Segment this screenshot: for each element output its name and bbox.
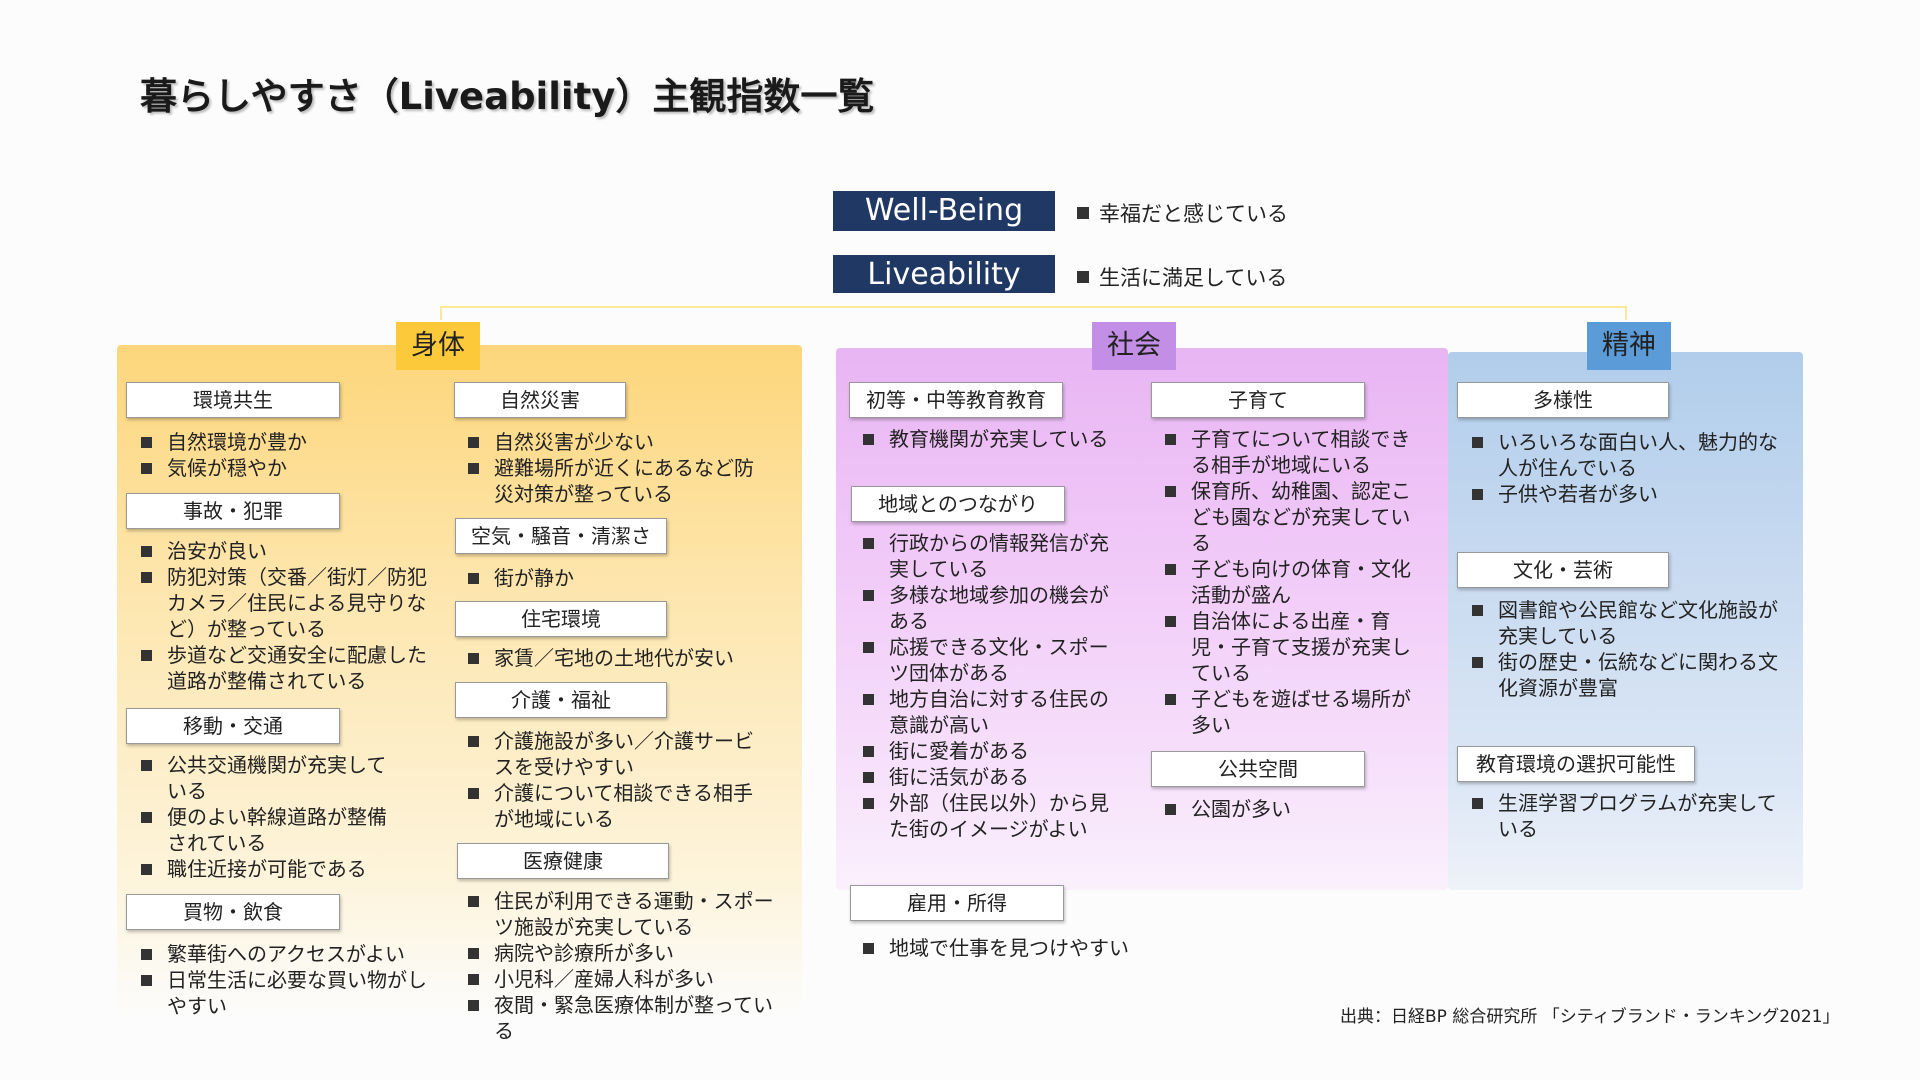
list-item: 避難場所が近くにあるなど防災対策が整っている bbox=[468, 455, 758, 507]
box-shopping: 買物・飲食 bbox=[126, 894, 340, 930]
list-culture: 図書館や公民館など文化施設が充実している 街の歴史・伝統などに関わる文化資源が豊… bbox=[1472, 597, 1797, 701]
category-spirit: 精神 bbox=[1587, 322, 1671, 370]
list-item: 病院や診療所が多い bbox=[468, 940, 783, 966]
list-item: 子どもを遊ばせる場所が多い bbox=[1165, 686, 1423, 738]
liveability-desc-text: 生活に満足している bbox=[1099, 266, 1288, 290]
box-medical: 医療健康 bbox=[457, 843, 669, 879]
list-item: 職住近接が可能である bbox=[141, 856, 406, 882]
list-air: 街が静か bbox=[468, 565, 758, 591]
list-item: 応援できる文化・スポーツ団体がある bbox=[863, 634, 1121, 686]
spirit-panel bbox=[1448, 352, 1803, 890]
list-eduenv: 生涯学習プログラムが充実している bbox=[1472, 790, 1782, 842]
box-env: 環境共生 bbox=[126, 382, 340, 418]
list-item: 子供や若者が多い bbox=[1472, 481, 1797, 507]
list-housing: 家賃／宅地の土地代が安い bbox=[468, 645, 768, 671]
bullet-square-icon bbox=[1077, 271, 1089, 283]
list-item: 自然災害が少ない bbox=[468, 429, 758, 455]
list-medical: 住民が利用できる運動・スポーツ施設が充実している 病院や診療所が多い 小児科／産… bbox=[468, 888, 783, 1044]
box-culture: 文化・芸術 bbox=[1457, 552, 1669, 588]
list-item: 公園が多い bbox=[1165, 796, 1423, 822]
list-item: 街に活気がある bbox=[863, 764, 1121, 790]
list-item: いろいろな面白い人、魅力的な人が住んでいる bbox=[1472, 429, 1797, 481]
list-community: 行政からの情報発信が充実している 多様な地域参加の機会がある 応援できる文化・ス… bbox=[863, 530, 1121, 842]
category-society: 社会 bbox=[1092, 322, 1176, 370]
list-item: 家賃／宅地の土地代が安い bbox=[468, 645, 768, 671]
box-accident: 事故・犯罪 bbox=[126, 493, 340, 529]
wellbeing-box: Well-Being bbox=[833, 191, 1055, 231]
list-item: 外部（住民以外）から見た街のイメージがよい bbox=[863, 790, 1121, 842]
list-item: 図書館や公民館など文化施設が充実している bbox=[1472, 597, 1797, 649]
list-item: 街の歴史・伝統などに関わる文化資源が豊富 bbox=[1472, 649, 1797, 701]
list-employment: 地域で仕事を見つけやすい bbox=[863, 935, 1163, 961]
list-env: 自然環境が豊か 気候が穏やか bbox=[141, 429, 431, 481]
list-diversity: いろいろな面白い人、魅力的な人が住んでいる 子供や若者が多い bbox=[1472, 429, 1797, 507]
list-item: 地方自治に対する住民の意識が高い bbox=[863, 686, 1121, 738]
connector-line bbox=[440, 306, 1627, 308]
category-body: 身体 bbox=[396, 322, 480, 370]
list-item: 子ども向けの体育・文化活動が盛ん bbox=[1165, 556, 1423, 608]
list-item: 街に愛着がある bbox=[863, 738, 1121, 764]
liveability-box: Liveability bbox=[833, 255, 1055, 293]
list-item: 生涯学習プログラムが充実している bbox=[1472, 790, 1782, 842]
list-item: 治安が良い bbox=[141, 538, 431, 564]
list-childcare: 子育てについて相談できる相手が地域にいる 保育所、幼稚園、認定こども園などが充実… bbox=[1165, 426, 1423, 738]
connector-line-left bbox=[440, 306, 442, 320]
list-item: 繁華街へのアクセスがよい bbox=[141, 941, 436, 967]
source-note: 出典：日経BP 総合研究所 「シティブランド・ランキング2021」 bbox=[1340, 1007, 1840, 1027]
list-item: 自然環境が豊か bbox=[141, 429, 431, 455]
list-item: 地域で仕事を見つけやすい bbox=[863, 935, 1163, 961]
list-item: 保育所、幼稚園、認定こども園などが充実している bbox=[1165, 478, 1423, 556]
box-education: 初等・中等教育教育 bbox=[849, 382, 1063, 418]
list-item: 気候が穏やか bbox=[141, 455, 431, 481]
box-air: 空気・騒音・清潔さ bbox=[455, 518, 667, 554]
box-employment: 雇用・所得 bbox=[850, 885, 1064, 921]
page-title: 暮らしやすさ（Liveability）主観指数一覧 bbox=[140, 75, 875, 118]
list-education: 教育機関が充実している bbox=[863, 426, 1153, 452]
list-public: 公園が多い bbox=[1165, 796, 1423, 822]
box-community: 地域とのつながり bbox=[851, 486, 1065, 522]
box-disaster: 自然災害 bbox=[454, 382, 626, 418]
box-diversity: 多様性 bbox=[1457, 382, 1669, 418]
liveability-desc: 生活に満足している bbox=[1077, 262, 1287, 292]
list-transport: 公共交通機関が充実している 便のよい幹線道路が整備されている 職住近接が可能であ… bbox=[141, 752, 406, 882]
list-item: 日常生活に必要な買い物がしやすい bbox=[141, 967, 436, 1019]
list-item: 自治体による出産・育児・子育て支援が充実している bbox=[1165, 608, 1423, 686]
list-item: 教育機関が充実している bbox=[863, 426, 1153, 452]
box-eduenv: 教育環境の選択可能性 bbox=[1457, 746, 1695, 782]
society-panel bbox=[836, 348, 1448, 890]
list-item: 多様な地域参加の機会がある bbox=[863, 582, 1121, 634]
list-care: 介護施設が多い／介護サービスを受けやすい 介護について相談できる相手が地域にいる bbox=[468, 728, 766, 832]
list-item: 行政からの情報発信が充実している bbox=[863, 530, 1121, 582]
list-item: 歩道など交通安全に配慮した道路が整備されている bbox=[141, 642, 431, 694]
list-disaster: 自然災害が少ない 避難場所が近くにあるなど防災対策が整っている bbox=[468, 429, 758, 507]
box-childcare: 子育て bbox=[1151, 382, 1365, 418]
list-item: 夜間・緊急医療体制が整っている bbox=[468, 992, 783, 1044]
wellbeing-desc: 幸福だと感じている bbox=[1077, 198, 1288, 228]
list-item: 子育てについて相談できる相手が地域にいる bbox=[1165, 426, 1423, 478]
bullet-square-icon bbox=[1077, 207, 1089, 219]
connector-line-right bbox=[1625, 306, 1627, 320]
box-housing: 住宅環境 bbox=[455, 601, 667, 637]
list-item: 街が静か bbox=[468, 565, 758, 591]
wellbeing-desc-text: 幸福だと感じている bbox=[1099, 202, 1288, 226]
list-item: 介護施設が多い／介護サービスを受けやすい bbox=[468, 728, 766, 780]
list-item: 公共交通機関が充実している bbox=[141, 752, 406, 804]
list-item: 住民が利用できる運動・スポーツ施設が充実している bbox=[468, 888, 783, 940]
list-item: 便のよい幹線道路が整備されている bbox=[141, 804, 406, 856]
list-item: 小児科／産婦人科が多い bbox=[468, 966, 783, 992]
list-shopping: 繁華街へのアクセスがよい 日常生活に必要な買い物がしやすい bbox=[141, 941, 436, 1019]
box-public: 公共空間 bbox=[1151, 751, 1365, 787]
list-accident: 治安が良い 防犯対策（交番／街灯／防犯カメラ／住民による見守りなど）が整っている… bbox=[141, 538, 431, 694]
box-care: 介護・福祉 bbox=[455, 682, 667, 718]
list-item: 介護について相談できる相手が地域にいる bbox=[468, 780, 766, 832]
list-item: 防犯対策（交番／街灯／防犯カメラ／住民による見守りなど）が整っている bbox=[141, 564, 431, 642]
box-transport: 移動・交通 bbox=[126, 708, 340, 744]
